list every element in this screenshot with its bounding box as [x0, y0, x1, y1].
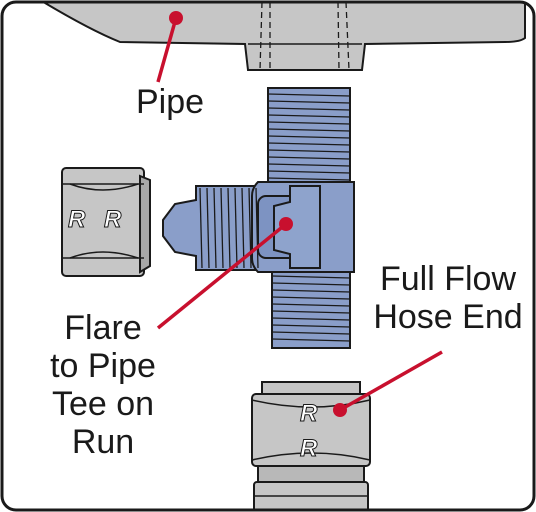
pipe-label: Pipe [136, 83, 205, 121]
pipe-fitting [36, 2, 526, 71]
tee-label-line: Flare [64, 309, 142, 347]
logo-r-icon: R [300, 435, 318, 462]
logo-r-icon: R [104, 206, 122, 233]
tee-label-line: Run [71, 423, 135, 461]
left-steel-nut [61, 167, 151, 277]
thread-lines [199, 93, 351, 342]
tee-hex-flat [273, 185, 321, 269]
hose-end-label: Full Flow Hose End [372, 260, 524, 336]
tee-label-line: Tee on [51, 385, 155, 423]
tee-label: Flare to Pipe Tee on Run [40, 309, 166, 461]
hose-end-label-line: Hose End [373, 298, 523, 336]
hose-pointer-line [339, 350, 443, 412]
tee-label-line: to Pipe [50, 347, 156, 385]
tee-fitting [162, 87, 355, 349]
tee-bottom-threads [271, 267, 351, 349]
full-flow-hose-end [251, 381, 371, 510]
hose-end-label-line: Full Flow [379, 260, 517, 298]
tee-pointer-dot [279, 217, 293, 231]
hose-end-logo-icon: R R [300, 400, 319, 463]
logo-r-icon: R [300, 400, 318, 427]
pipe-body [36, 2, 526, 71]
pipe-hidden-lines [259, 2, 350, 71]
left-nut-logo-icon: R R [68, 206, 123, 234]
pipe-pointer-dot [169, 11, 183, 25]
pipe-pointer-line [156, 17, 178, 83]
logo-r-icon: R [68, 206, 86, 233]
pointers [156, 11, 443, 417]
hose-pointer-dot [333, 403, 347, 417]
tee-pointer-line [156, 222, 288, 330]
